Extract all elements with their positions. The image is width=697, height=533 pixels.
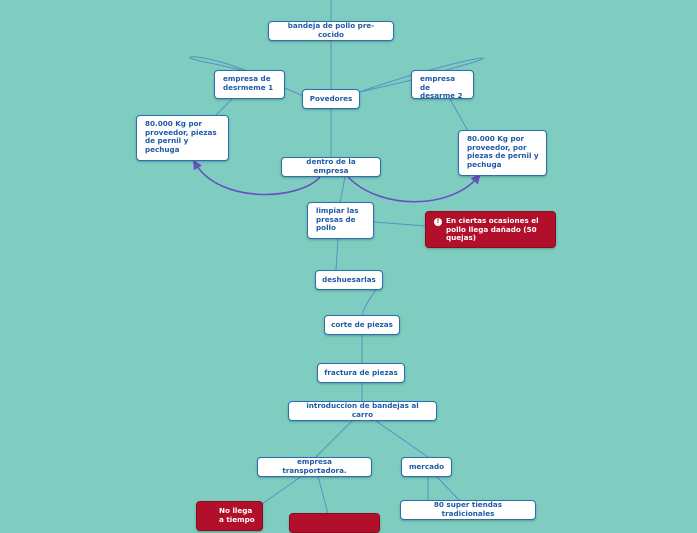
node-danado-label: En ciertas ocasiones el pollo llega daña… bbox=[446, 216, 539, 243]
arrow-dentro-kg1 bbox=[193, 159, 321, 196]
node-empresa-1[interactable]: empresa de desrmeme 1 bbox=[214, 70, 285, 99]
connector-transportadora-red2 bbox=[317, 475, 329, 515]
connector-dentro-limpiar bbox=[339, 176, 346, 204]
node-introduccion[interactable]: introduccion de bandejas al carro bbox=[288, 401, 437, 421]
node-kg-2[interactable]: 80.000 Kg por proveedor, por piezas de p… bbox=[458, 130, 547, 176]
connector-layer bbox=[189, 0, 484, 515]
node-limpiar[interactable]: limpiar las presas de pollo bbox=[307, 202, 374, 239]
connector-transportadora-nollega bbox=[261, 475, 303, 505]
node-bandeja[interactable]: bandeja de pollo pre-cocido bbox=[268, 21, 394, 41]
node-no-llega[interactable]: No llega a tiempo bbox=[196, 501, 263, 531]
arrow-dentro-kg2 bbox=[347, 174, 481, 203]
node-danado[interactable]: ! En ciertas ocasiones el pollo llega dañ… bbox=[425, 211, 556, 248]
connector-limpiar-danado bbox=[373, 221, 427, 227]
connector-introduccion-mercado bbox=[375, 420, 429, 458]
node-mercado[interactable]: mercado bbox=[401, 457, 452, 477]
connector-proveedores-empresa1 bbox=[284, 87, 304, 97]
node-corte[interactable]: corte de piezas bbox=[324, 315, 400, 335]
connector-limpiar-deshuesarlas bbox=[335, 237, 339, 271]
connector-mercado-tiendas-2 bbox=[435, 475, 461, 502]
node-tiendas[interactable]: 80 super tiendas tradicionales bbox=[400, 500, 536, 520]
node-dentro[interactable]: dentro de la empresa bbox=[281, 157, 381, 177]
connector-introduccion-transportadora bbox=[315, 420, 353, 458]
node-deshuesarlas[interactable]: deshuesarlas bbox=[315, 270, 383, 290]
connector-empresa1-kg1 bbox=[214, 98, 233, 117]
warning-icon: ! bbox=[434, 218, 442, 226]
node-empresa-2[interactable]: empresa de desarme 2 bbox=[411, 70, 474, 100]
node-proveedores[interactable]: Povedores bbox=[302, 89, 360, 109]
connector-proveedores-empresa2 bbox=[359, 79, 413, 93]
node-red-partial[interactable] bbox=[289, 513, 380, 533]
connector-loop-left bbox=[189, 56, 251, 73]
node-transportadora[interactable]: empresa transportadora. bbox=[257, 457, 372, 477]
node-kg-1[interactable]: 80.000 Kg por proveedor, piezas de perni… bbox=[136, 115, 229, 161]
connector-empresa2-kg2 bbox=[449, 98, 469, 132]
node-fractura[interactable]: fractura de piezas bbox=[317, 363, 405, 383]
connector-deshuesarlas-corte bbox=[361, 288, 377, 317]
